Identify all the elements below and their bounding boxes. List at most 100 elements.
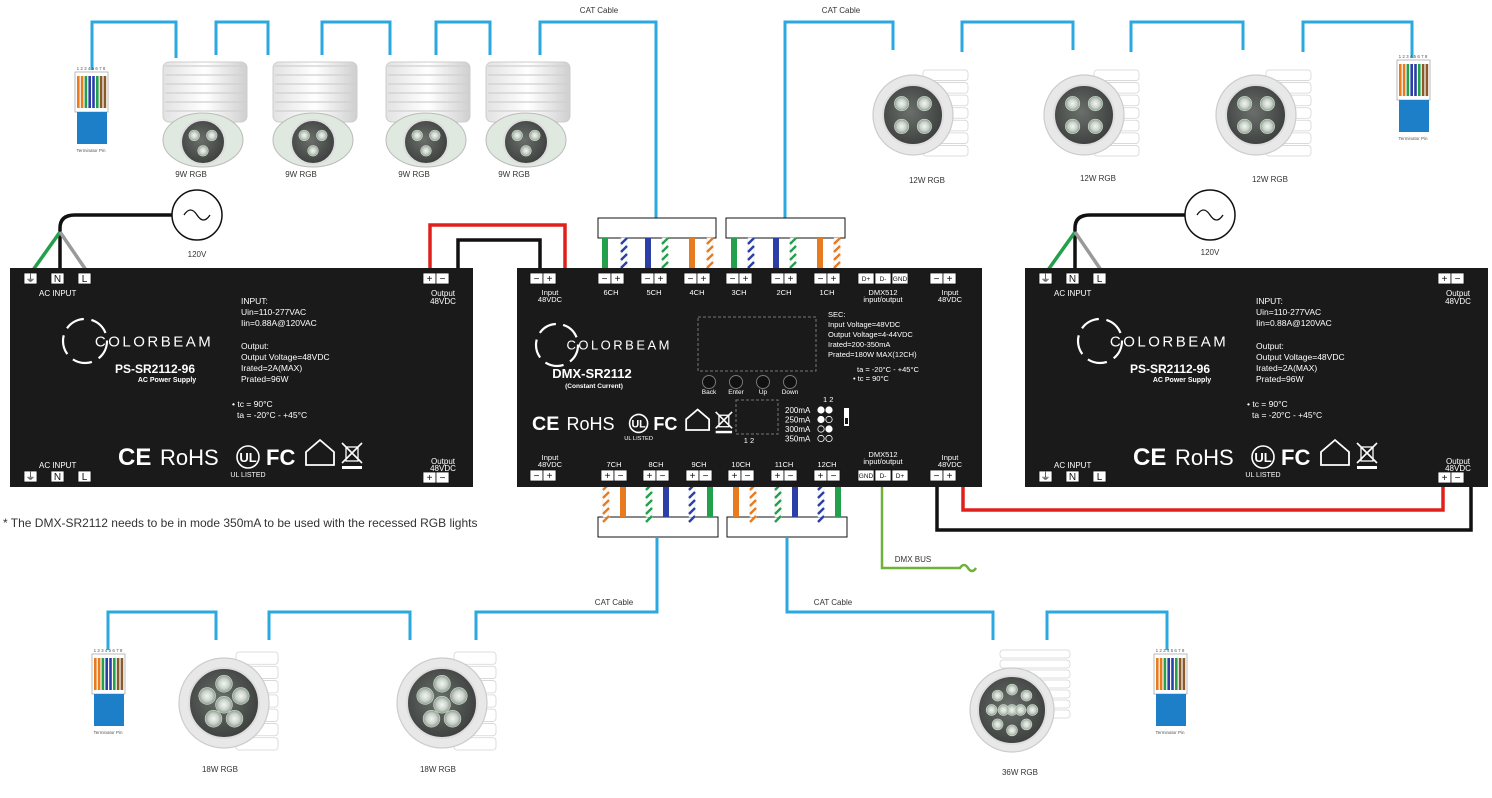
spec-line: • tc = 90°C (853, 374, 889, 383)
led-chip (991, 718, 1004, 731)
plus-terminal: + (422, 272, 437, 285)
svg-text:+: + (427, 274, 433, 285)
svg-text:D+: D+ (896, 473, 905, 480)
button-enter[interactable]: Enter (728, 375, 745, 397)
terminator-body (94, 694, 124, 726)
led-chip (529, 129, 541, 141)
display-screen (697, 316, 817, 372)
plus-terminal: + (542, 272, 557, 285)
ac-terminal: L (1092, 272, 1107, 285)
button-back[interactable]: Back (702, 375, 717, 397)
mode-switch[interactable] (844, 408, 849, 426)
plus-terminal: + (542, 469, 557, 482)
plus-terminal: + (422, 471, 437, 484)
ac-input-label: AC INPUT (39, 461, 76, 470)
rohs-mark: RoHS (1175, 445, 1234, 470)
ac-terminal: L (77, 470, 92, 483)
spec-line: • tc = 90°C (1247, 399, 1288, 409)
terminator-body (1156, 694, 1186, 726)
light-label: 12W RGB (909, 176, 945, 185)
channel-label: 6CH (603, 288, 618, 297)
mode-label: 250mA (785, 416, 811, 425)
dip-switch[interactable] (735, 399, 779, 435)
svg-text:UL: UL (1254, 450, 1271, 465)
button-down[interactable]: Down (782, 375, 799, 397)
spec-line: ta = -20°C - +45°C (1252, 410, 1322, 420)
plus-terminal: + (685, 469, 700, 482)
rj45-connector-block (597, 516, 719, 538)
svg-text:+: + (1442, 274, 1448, 285)
minus-terminal: − (826, 469, 841, 482)
output-voltage-label: 48VDC (1445, 297, 1471, 306)
led-chip (450, 687, 468, 705)
rohs-mark: RoHS (160, 445, 219, 470)
channel-wire (602, 483, 610, 523)
led-chip (188, 129, 200, 141)
mode-indicator (825, 434, 833, 443)
dmx-terminal: D+ (891, 469, 909, 482)
channel-wire (645, 483, 653, 523)
dmx-terminal: D- (874, 469, 892, 482)
input-voltage-label: 48VDC (538, 460, 563, 469)
cat-cable (783, 20, 895, 218)
cat-cable-label: CAT Cable (822, 6, 861, 15)
cat-cable (90, 20, 178, 70)
led-chip (1026, 704, 1039, 716)
light-label: 9W RGB (498, 170, 530, 179)
ac-terminal: N (1065, 272, 1080, 285)
ce-mark: CE (532, 413, 559, 435)
subtitle-label: AC Power Supply (1153, 377, 1211, 384)
model-label: DMX-SR2112 (552, 366, 631, 381)
weee-bin-icon (341, 442, 363, 464)
mode-label: 300mA (785, 425, 811, 434)
dmx-io-label: input/output (863, 295, 903, 304)
terminator-body (77, 112, 107, 144)
channel-wire (817, 238, 823, 271)
plus-terminal: + (826, 272, 841, 285)
dmx-controller: −+Input48VDC−+6CH−+5CH−+4CH−+3CH−+2CH−+1… (517, 268, 982, 487)
channel-wire (792, 484, 798, 517)
minus-terminal: − (435, 471, 450, 484)
spec-line: Output Voltage=48VDC (1256, 352, 1345, 362)
brand-name: COLORBEAM (566, 338, 672, 353)
led-chip (1020, 718, 1033, 731)
mode-indicator (825, 425, 833, 433)
channel-wire (663, 484, 669, 517)
led-chip (204, 710, 223, 728)
svg-text:1 2 3 4 5 6 7 8: 1 2 3 4 5 6 7 8 (94, 648, 123, 653)
ul-mark (1251, 445, 1275, 469)
spec-line: SEC: (828, 310, 846, 319)
cat-cable (960, 20, 1075, 52)
ce-mark: CE (1133, 444, 1166, 471)
svg-text:−: − (934, 471, 940, 482)
svg-text:Back: Back (702, 389, 717, 396)
svg-text:Down: Down (782, 389, 799, 396)
svg-text:+: + (647, 471, 653, 482)
model-label: PS-SR2112-96 (115, 362, 195, 376)
light-fixture-9w: 9W RGB (385, 61, 471, 179)
led-chip (298, 129, 310, 141)
plus-terminal: + (1437, 272, 1452, 285)
spec-line: Output Voltage=4-44VDC (828, 330, 913, 339)
channel-label: 4CH (689, 288, 704, 297)
channel-wire (773, 238, 779, 271)
cat-cable-label: CAT Cable (580, 6, 619, 15)
spec-line: Input Voltage=48VDC (828, 320, 901, 329)
svg-text:−: − (818, 274, 824, 285)
ac-input-label: AC INPUT (1054, 289, 1091, 298)
led-chip (197, 145, 209, 157)
svg-text:+: + (547, 471, 553, 482)
input-label: Input (942, 453, 960, 462)
dmx-terminal: D+ (857, 272, 875, 285)
red-wire (428, 223, 567, 270)
light-fixture-12w: 12W RGB (1043, 69, 1140, 183)
spec-line: Output: (1256, 341, 1284, 351)
dmx512-label: DMX512 (868, 288, 897, 297)
mode-column-label: 1 2 (823, 395, 833, 404)
plus-terminal: + (942, 272, 957, 285)
input-label: Input (542, 453, 560, 462)
button-up[interactable]: Up (756, 375, 770, 397)
cat-cable (1129, 20, 1245, 52)
